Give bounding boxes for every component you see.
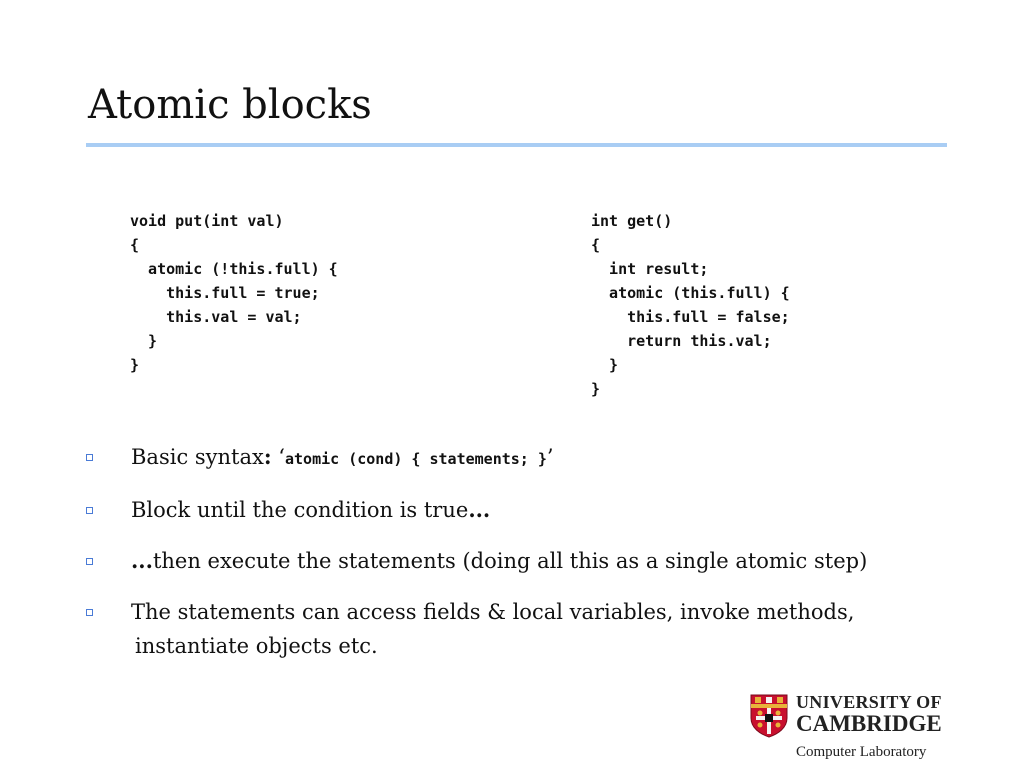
bullet-item: Basic syntax: ‘atomic (cond) { statement… bbox=[86, 440, 966, 476]
university-logo: UNIVERSITY OF CAMBRIDGE Computer Laborat… bbox=[750, 692, 960, 768]
bullet-list: Basic syntax: ‘atomic (cond) { statement… bbox=[86, 440, 966, 680]
bullet-continuation: instantiate objects etc. bbox=[135, 634, 378, 658]
code-block-put: void put(int val) { atomic (!this.full) … bbox=[130, 212, 338, 374]
logo-department: Computer Laboratory bbox=[796, 744, 927, 760]
slide-title: Atomic blocks bbox=[88, 82, 372, 128]
bullet-text: The statements can access fields & local… bbox=[131, 600, 855, 624]
bullet-text: Block until the condition is true bbox=[131, 498, 469, 522]
square-bullet-icon bbox=[86, 507, 93, 514]
square-bullet-icon bbox=[86, 609, 93, 616]
open-quote: ‘ bbox=[271, 445, 285, 469]
bullet-item: ...then execute the statements (doing al… bbox=[86, 544, 966, 578]
bullet-item: The statements can access fields & local… bbox=[86, 595, 966, 663]
square-bullet-icon bbox=[86, 454, 93, 461]
bullet-text: then execute the statements (doing all t… bbox=[152, 549, 868, 573]
bullet-colon: : bbox=[263, 444, 272, 469]
bullet-ellipsis: ... bbox=[468, 497, 491, 522]
logo-line-university-of: UNIVERSITY OF bbox=[796, 692, 942, 712]
cambridge-shield-icon bbox=[750, 694, 788, 738]
inline-code: atomic (cond) { statements; } bbox=[284, 450, 547, 468]
close-quote: ’ bbox=[546, 445, 554, 469]
bullet-item: Block until the condition is true... bbox=[86, 493, 966, 527]
code-block-get: int get() { int result; atomic (this.ful… bbox=[591, 212, 790, 398]
logo-line-cambridge: CAMBRIDGE bbox=[796, 711, 942, 736]
square-bullet-icon bbox=[86, 558, 93, 565]
title-underline bbox=[86, 143, 947, 147]
bullet-text: Basic syntax bbox=[131, 445, 264, 469]
bullet-ellipsis: ... bbox=[131, 548, 153, 573]
